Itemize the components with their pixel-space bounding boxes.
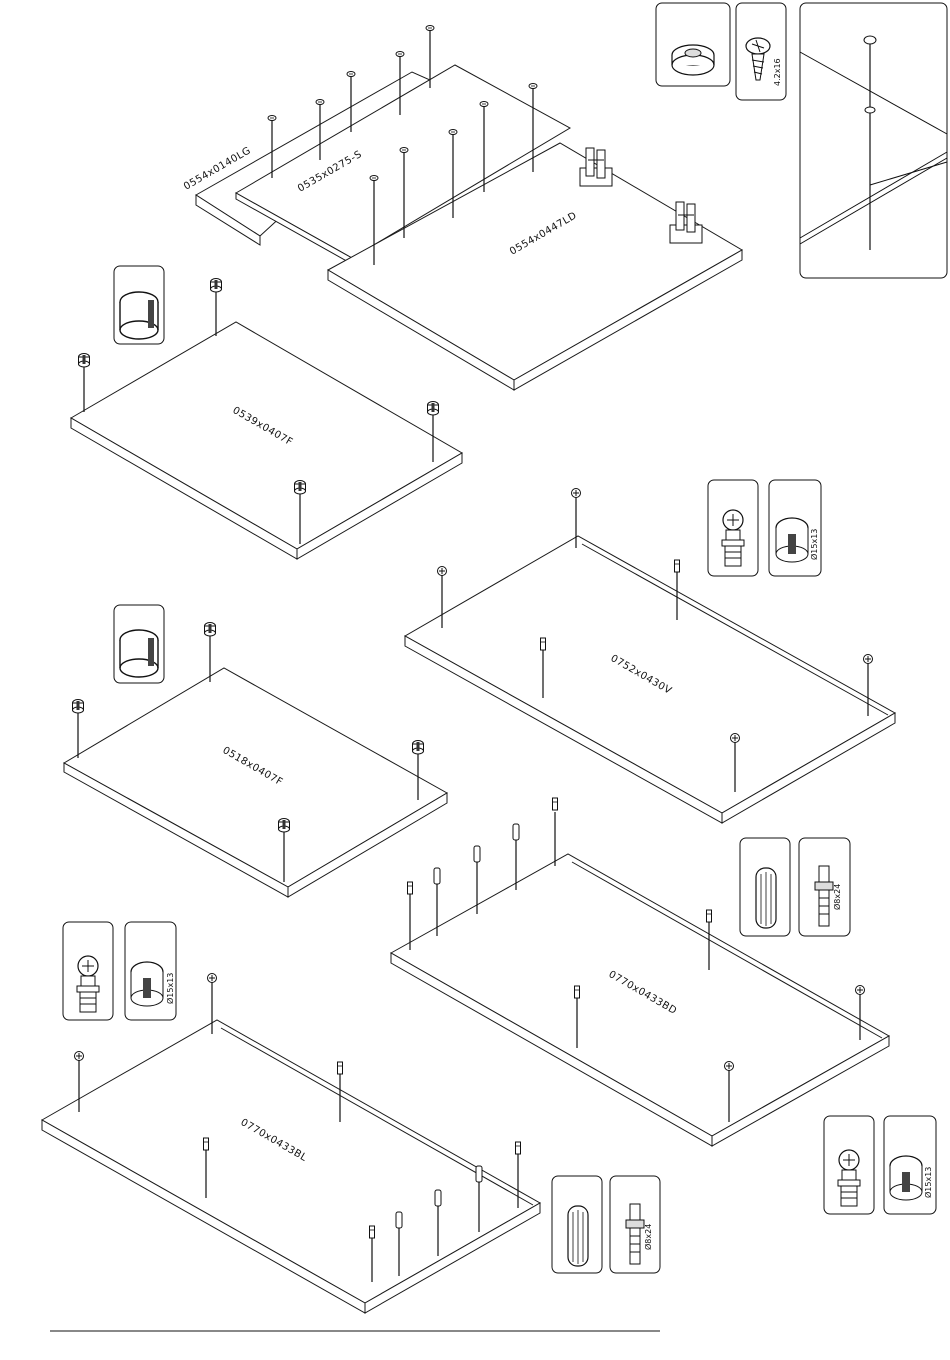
cam-lock-box-3: Ø15x13: [884, 1116, 936, 1214]
cam-bolt-box-2: [824, 1116, 874, 1214]
cam-lock-box-1: Ø15x13: [769, 480, 821, 576]
screw-size-label: 4.2x16: [773, 58, 782, 86]
pin-size-label: Ø8x24: [643, 1224, 653, 1250]
cam-lock-box-2: Ø15x13: [125, 922, 176, 1020]
cam-cup-box-2: [114, 605, 164, 683]
cam-bolt-box-1: [708, 480, 758, 576]
cam-bolt-box-3: [63, 922, 113, 1020]
pin-size-label: Ø8x24: [832, 884, 842, 910]
wooden-dowel-icon: [568, 1206, 588, 1266]
cam-size-label: Ø15x13: [809, 529, 819, 560]
dowel-box-1: [740, 838, 790, 936]
cam-cup-box-1: [114, 266, 164, 344]
screw-box: 4.2x16: [736, 3, 786, 100]
dowel-box-2: [552, 1176, 602, 1273]
pin-box-2: Ø8x24: [610, 1176, 660, 1273]
washer-box: [656, 3, 730, 86]
pin-box-1: Ø8x24: [799, 838, 850, 936]
detail-box-screw-washer: [800, 3, 947, 278]
cam-size-label: Ø15x13: [923, 1167, 933, 1198]
panel-0770x0433BL: 0770x0433BL: [42, 974, 540, 1314]
cam-size-label: Ø15x13: [165, 973, 175, 1004]
wooden-dowel-icon: [756, 868, 776, 928]
